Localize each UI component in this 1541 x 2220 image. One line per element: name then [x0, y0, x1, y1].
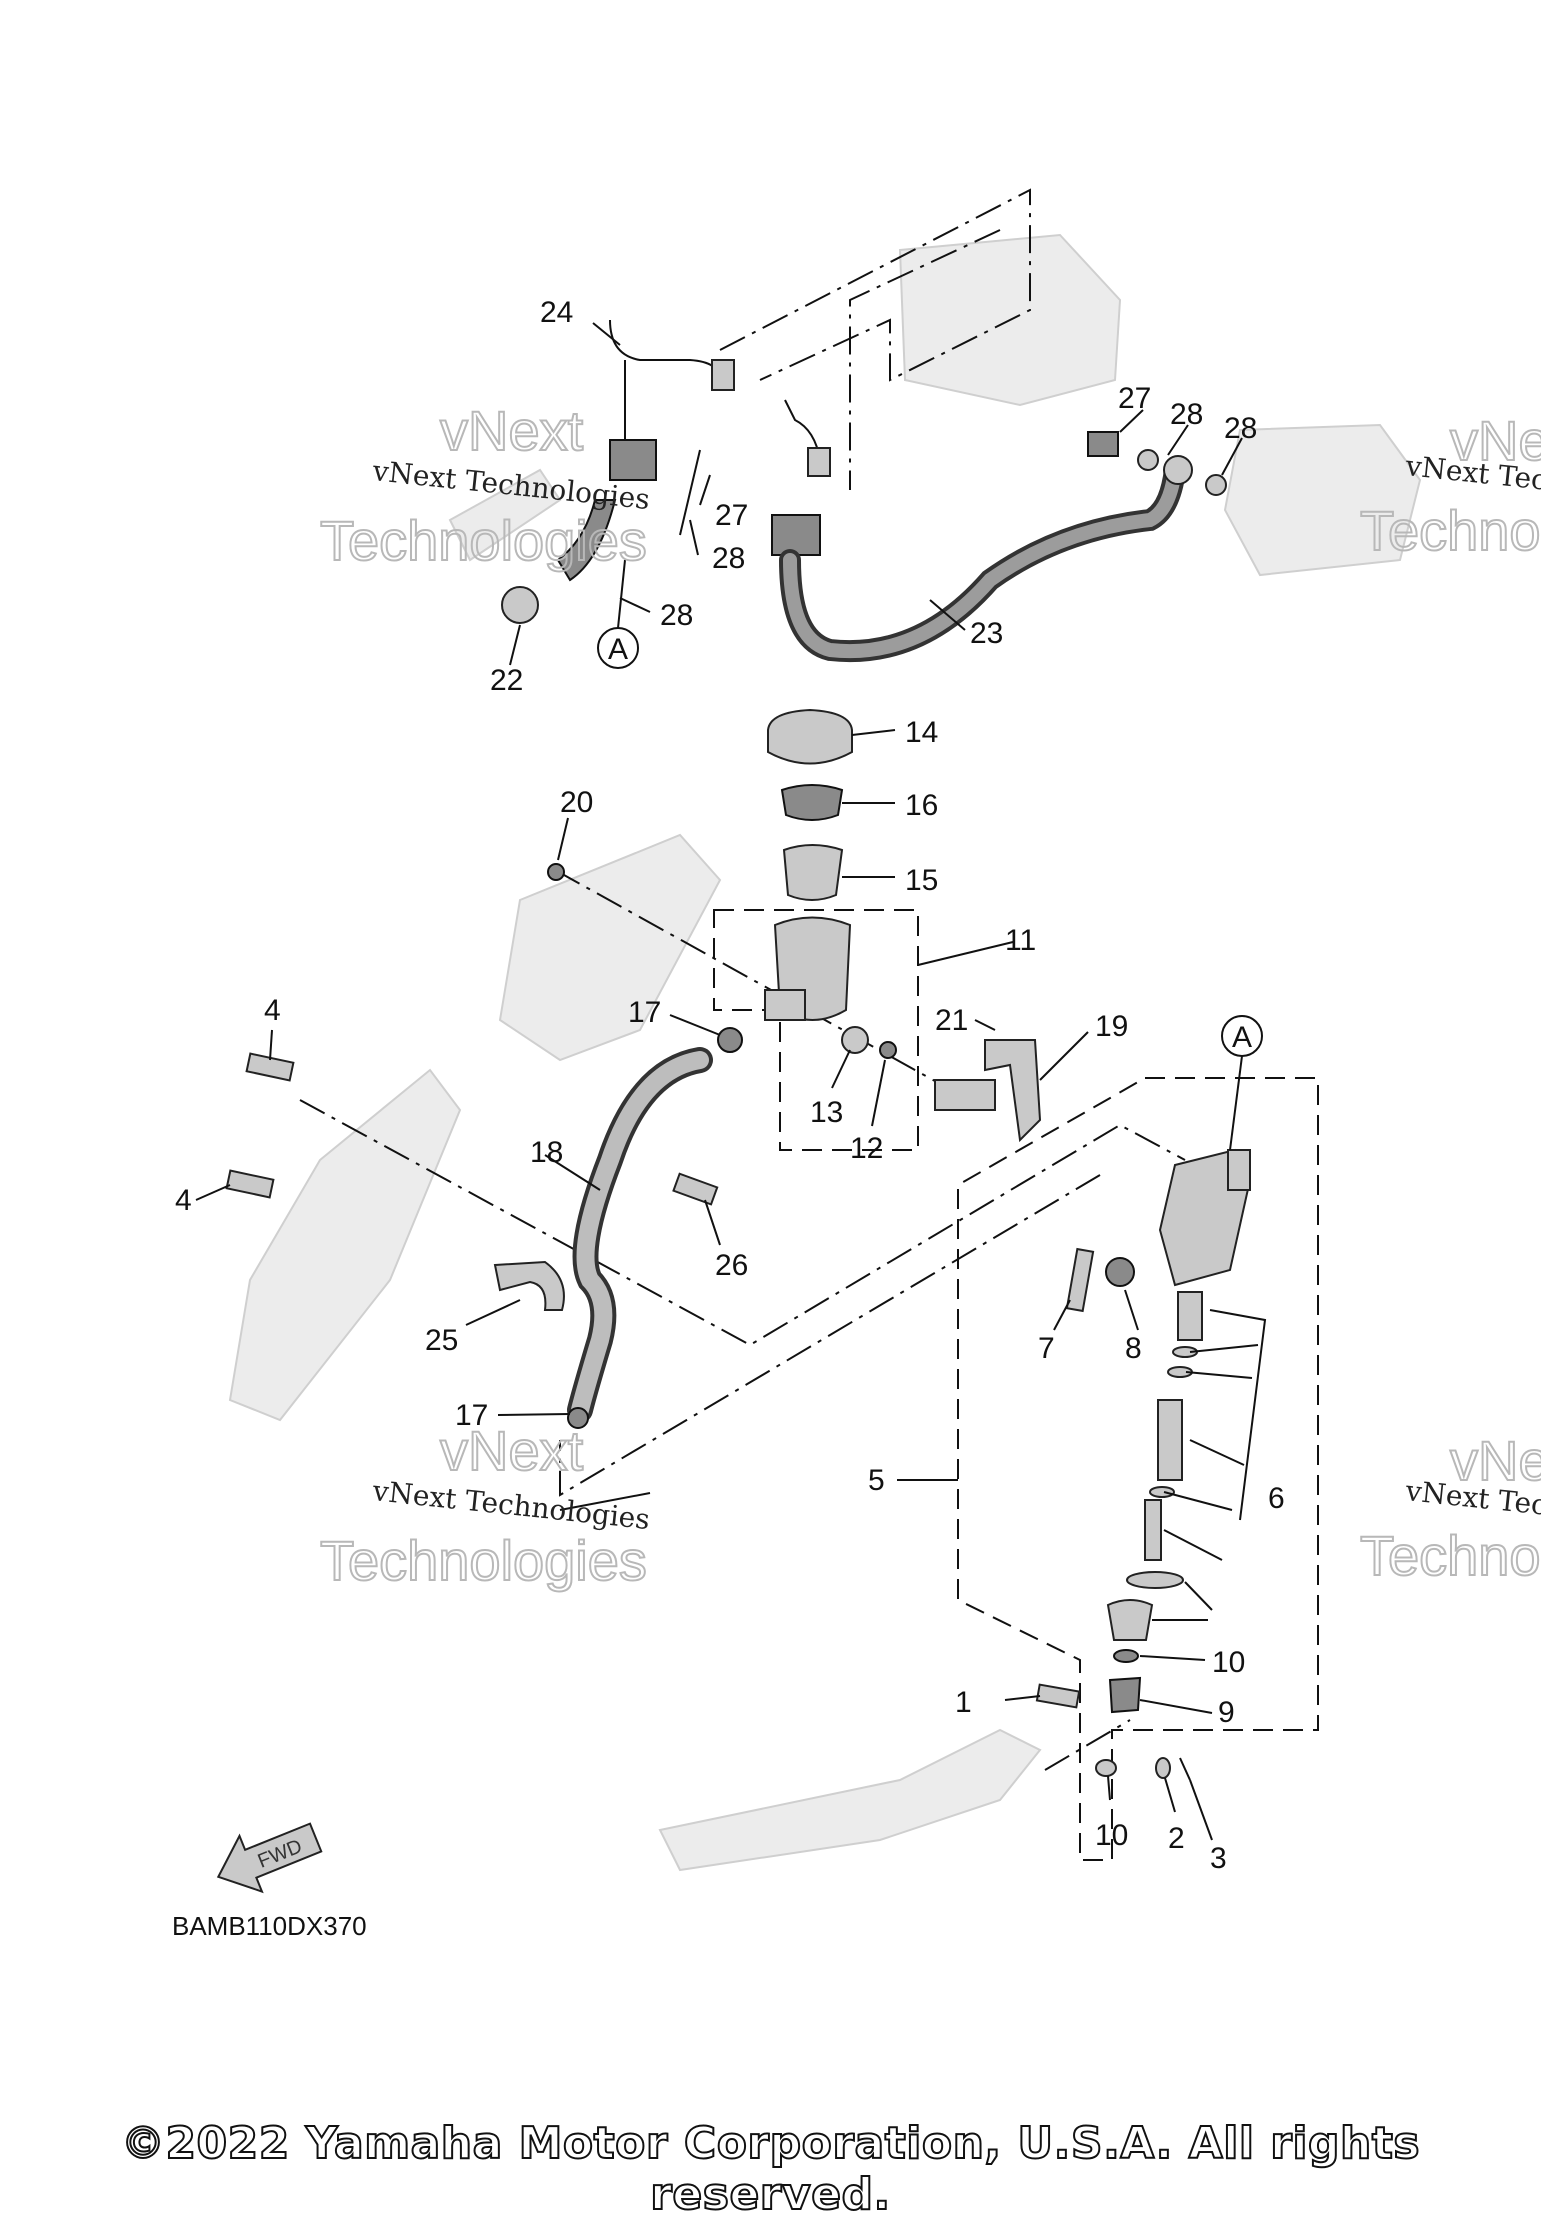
- master-cylinder-5: [1035, 1148, 1252, 1781]
- callout-12: 12: [850, 1132, 883, 1165]
- cotter-pin-3: [1179, 1757, 1191, 1781]
- watermark-caption: vNext Technologies: [370, 1474, 651, 1536]
- bolts-4: [225, 1052, 295, 1199]
- pushrod-7: [1065, 1247, 1095, 1313]
- parts-diagram: A A: [172, 188, 1541, 1941]
- callout-10a: 10: [1212, 1646, 1245, 1679]
- callout-19: 19: [1095, 1010, 1128, 1043]
- callout-23: 23: [970, 617, 1003, 650]
- callout-16: 16: [905, 789, 938, 822]
- watermark-logo-large: Technologies: [320, 1529, 647, 1592]
- hose-end-fitting: [711, 359, 735, 391]
- diagram-code: BAMB110DX370: [172, 1911, 367, 1941]
- callout-17a: 17: [628, 996, 661, 1029]
- holder-25: [493, 1260, 565, 1311]
- brake-hose-23: [771, 399, 1227, 663]
- watermark-logo-large: Technologies: [1360, 1524, 1541, 1587]
- callout-13: 13: [810, 1096, 843, 1129]
- callout-2: 2: [1168, 1822, 1185, 1855]
- callout-1: 1: [955, 1686, 972, 1719]
- marker-a-top-label: A: [608, 633, 628, 666]
- callout-9: 9: [1218, 1696, 1235, 1729]
- bracket-19: [934, 1039, 1042, 1143]
- watermark-logo: vNext: [1450, 1429, 1541, 1492]
- bolt-1: [1035, 1683, 1081, 1709]
- clevis-9: [1108, 1676, 1142, 1714]
- cap-14: [767, 708, 853, 765]
- hose-clip-17: [717, 1027, 743, 1053]
- callout-6: 6: [1268, 1482, 1285, 1515]
- washer-2: [1155, 1757, 1171, 1779]
- bolt-20: [547, 863, 565, 881]
- caliper-ghost: [1223, 423, 1422, 577]
- callout-3: 3: [1210, 1842, 1227, 1875]
- callout-5: 5: [868, 1464, 885, 1497]
- frame-bracket-ghost: [498, 833, 722, 1062]
- boot: [1106, 1599, 1154, 1641]
- grommet-13: [841, 1026, 869, 1054]
- circlip: [1126, 1571, 1184, 1589]
- assembly-11-outline: [713, 909, 919, 1151]
- callout-4b: 4: [175, 1184, 192, 1217]
- watermark-logo-large: Technologies: [320, 509, 647, 572]
- callout-25: 25: [425, 1324, 458, 1357]
- background-components: [228, 233, 1422, 1872]
- callout-28d: 28: [1224, 412, 1257, 445]
- brake-pedal-ghost: [658, 1728, 1042, 1872]
- callout-21: 21: [935, 1004, 968, 1037]
- footrest-bracket-ghost: [228, 1068, 462, 1422]
- assembly-5-outline: [957, 1077, 1319, 1861]
- reservoir-neck: [764, 989, 806, 1021]
- plate-15: [782, 844, 844, 901]
- callout-28a: 28: [712, 542, 745, 575]
- callout-17b: 17: [455, 1399, 488, 1432]
- reservoir-parts: [547, 708, 897, 1059]
- callout-7: 7: [1038, 1332, 1055, 1365]
- marker-a-right-label: A: [1232, 1021, 1252, 1054]
- callout-4a: 4: [264, 994, 281, 1027]
- marker-a-group: A A: [597, 559, 1263, 1151]
- callout-10b: 10: [1095, 1819, 1128, 1852]
- watermark-logo: vNext: [440, 1419, 584, 1482]
- callout-28c: 28: [1170, 398, 1203, 431]
- reservoir-hose-18: [493, 1027, 743, 1429]
- callout-26: 26: [715, 1249, 748, 1282]
- callout-28b: 28: [660, 599, 693, 632]
- brake-hose-24: [501, 319, 735, 624]
- watermark-logo-large: Technologies: [1360, 499, 1541, 562]
- union-bolt-27: [1087, 431, 1119, 457]
- washer-28: [1137, 449, 1159, 471]
- callout-8: 8: [1125, 1332, 1142, 1365]
- copyright-notice: ©2022 Yamaha Motor Corporation, U.S.A. A…: [120, 2117, 1421, 2220]
- callout-labels: 24 27 28 28 27 28 28 22 23 14 16 15 20 1…: [175, 296, 1285, 1875]
- callout-20: 20: [560, 786, 593, 819]
- callout-22: 22: [490, 664, 523, 697]
- screw-12: [879, 1041, 897, 1059]
- callout-27a: 27: [715, 499, 748, 532]
- spring: [1177, 1291, 1203, 1341]
- piston: [1157, 1399, 1183, 1481]
- bolt-26: [672, 1172, 719, 1206]
- watermark-logo: vNext: [1450, 409, 1541, 472]
- assembly-outlines: [713, 909, 1319, 1861]
- nut-10: [1113, 1649, 1139, 1663]
- hose-curved-section: [556, 499, 617, 582]
- seal-8: [1105, 1257, 1135, 1287]
- clamp-22: [501, 586, 539, 624]
- hose-joint-block: [609, 439, 657, 481]
- callout-14: 14: [905, 716, 938, 749]
- callout-27b: 27: [1118, 382, 1151, 415]
- diaphragm-16: [780, 784, 844, 821]
- callout-15: 15: [905, 864, 938, 897]
- callout-24: 24: [540, 296, 573, 329]
- callout-11: 11: [1005, 924, 1036, 957]
- union-bolt-ghost: [448, 468, 562, 562]
- callout-18: 18: [530, 1136, 563, 1169]
- leader-lines: [195, 322, 1267, 1841]
- watermark-logo: vNext: [440, 399, 584, 462]
- fwd-arrow: FWD: [216, 1822, 323, 1894]
